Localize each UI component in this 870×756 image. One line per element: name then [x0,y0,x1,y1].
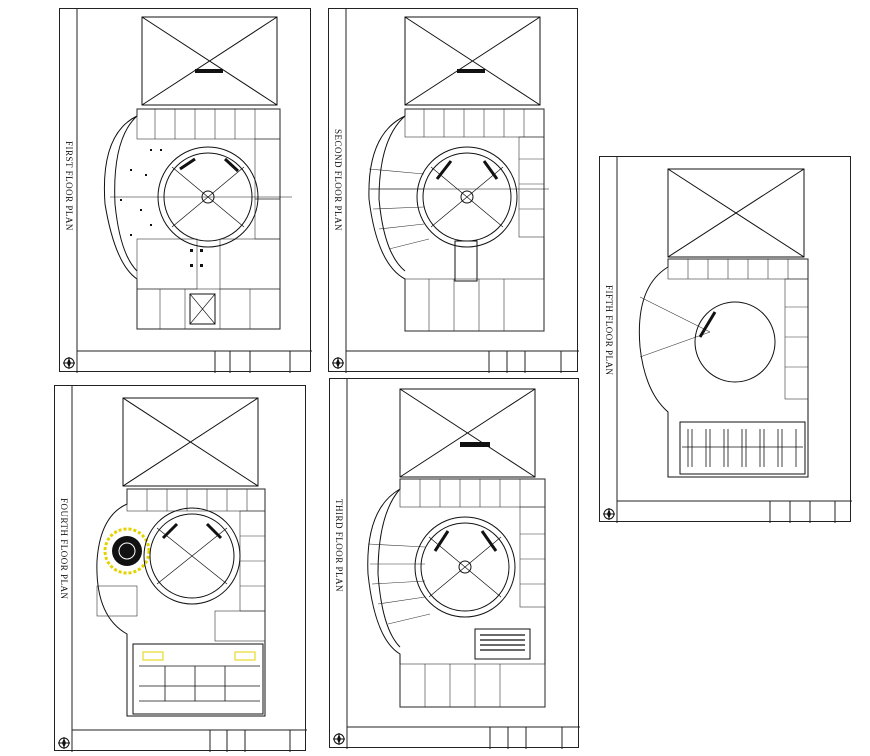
sheet-fourth-floor: FOURTH FLOOR PLAN [54,385,307,752]
fourth-floor-plan-drawing [58,386,307,752]
north-symbol-icon [603,508,615,520]
second-floor-plan-drawing [332,9,579,373]
north-symbol-icon [333,733,345,745]
north-symbol-icon [63,357,75,369]
north-symbol-icon [58,737,70,749]
third-floor-plan-drawing [333,379,580,749]
sheet-third-floor: THIRD FLOOR PLAN [329,378,580,749]
sheet-second-floor: SECOND FLOOR PLAN [328,8,579,373]
sheet-title: FIFTH FLOOR PLAN [604,285,614,376]
sheet-title: FOURTH FLOOR PLAN [59,498,69,600]
sheet-first-floor: FIRST FLOOR PLAN [59,8,312,373]
sheet-title: THIRD FLOOR PLAN [334,499,344,593]
north-symbol-icon [332,357,344,369]
sheet-title: SECOND FLOOR PLAN [333,129,343,232]
fifth-floor-plan-drawing [603,157,852,523]
sheet-title: FIRST FLOOR PLAN [64,141,74,231]
sheet-fifth-floor: FIFTH FLOOR PLAN [599,156,852,523]
first-floor-plan-drawing [63,9,312,373]
